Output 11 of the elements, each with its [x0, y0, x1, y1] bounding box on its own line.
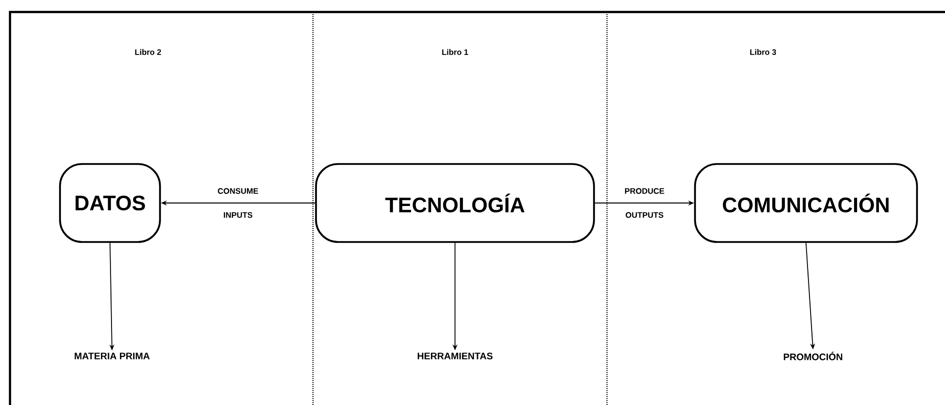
rounded-box: TECNOLOGÍA [315, 163, 595, 243]
column-heading: Libro 1 [442, 49, 468, 55]
bottom-label: HERRAMIENTAS [418, 352, 493, 360]
column-heading: Libro 2 [135, 49, 161, 55]
bottom-label: PROMOCIÓN [784, 352, 842, 360]
edge-label: PRODUCE OUTPUTS [625, 188, 664, 218]
bottom-label: MATERIA PRIMA [74, 352, 150, 360]
edge-label: CONSUME INPUTS [218, 188, 258, 218]
rounded-box: COMUNICACIÓN [694, 163, 918, 243]
rounded-box: DATOS [59, 163, 161, 243]
column-heading: Libro 3 [750, 49, 776, 55]
